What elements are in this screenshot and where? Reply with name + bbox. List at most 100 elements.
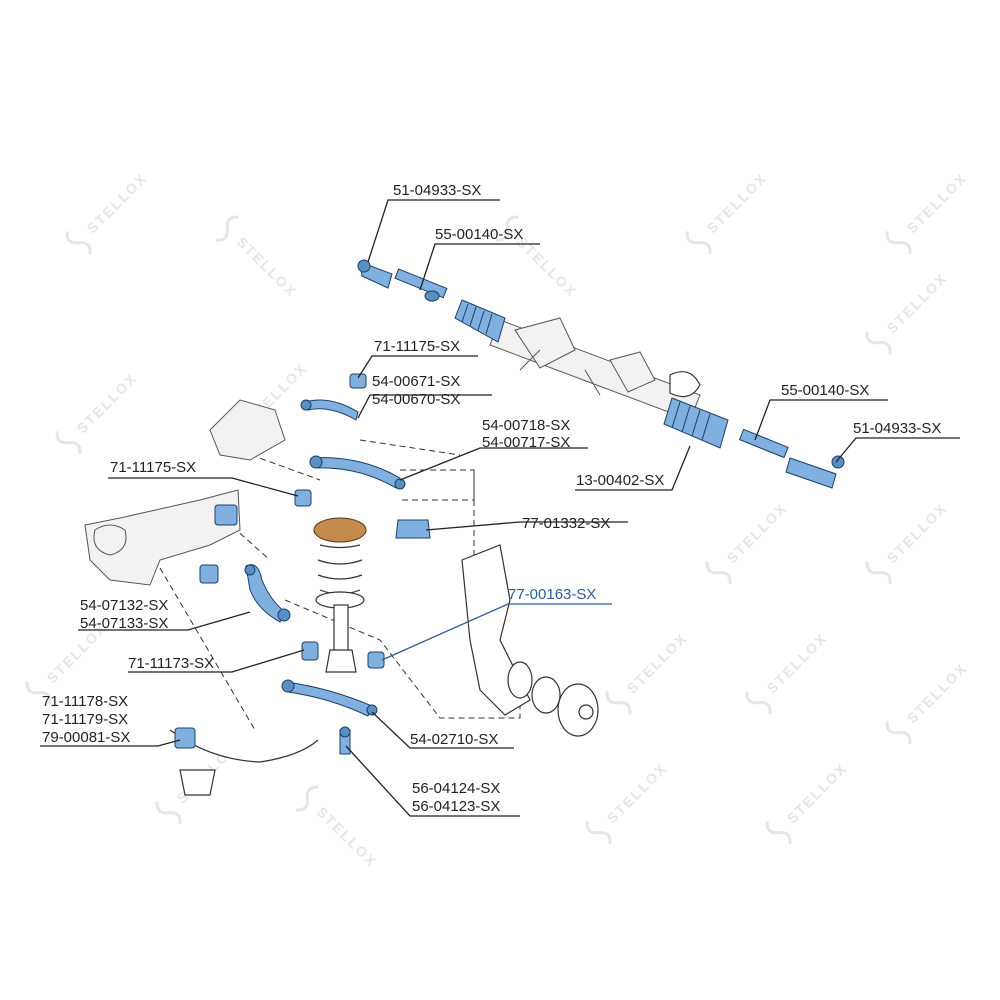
ball-joint-left (357, 259, 371, 273)
watermark-mark-icon (55, 431, 82, 455)
watermark-text: STELLOX (624, 629, 691, 696)
ball-joint-right (831, 455, 845, 469)
watermark-mark-icon (765, 821, 792, 845)
watermark-mark-icon (585, 821, 612, 845)
part-labels: 51-04933-SX 55-00140-SX 71-11175-SX 54-0… (42, 182, 941, 815)
watermark-text: STELLOX (784, 759, 851, 826)
watermark-mark-icon (705, 561, 732, 585)
watermark-logo: STELLOX (705, 499, 791, 585)
label-lower-arm-b: 54-07133-SX (80, 615, 168, 632)
label-steering-rack: 13-00402-SX (576, 472, 664, 489)
watermark-logo: STELLOX (55, 369, 141, 455)
label-bushing-left: 71-11175-SX (110, 459, 196, 476)
strut-top-mount (395, 519, 431, 539)
knuckle-bore (507, 661, 533, 699)
front-subframe (84, 489, 241, 586)
watermark-text: STELLOX (904, 169, 971, 236)
watermark-text: STELLOX (884, 499, 951, 566)
lower-arm-front (245, 564, 286, 623)
watermark-mark-icon (685, 231, 712, 255)
arm-bushing-eye (300, 399, 312, 411)
link-joint (339, 726, 351, 738)
subframe-bushing (214, 504, 238, 526)
hub-center (578, 704, 594, 720)
arm-ball-joint (394, 478, 406, 490)
lower-links (244, 564, 378, 717)
leader-line (575, 445, 691, 491)
watermark-text: STELLOX (84, 169, 151, 236)
assembly-line (159, 567, 256, 731)
assembly-line (400, 469, 475, 501)
arm-ball-joint (366, 704, 378, 716)
label-stab-bushing-b: 71-11179-SX (42, 711, 128, 728)
watermark-text: STELLOX (764, 629, 831, 696)
engine-mount (93, 524, 127, 556)
watermark-text: STELLOX (724, 499, 791, 566)
upper-links (294, 373, 406, 507)
stabilizer-bracket (179, 769, 216, 796)
watermark-mark-icon (745, 691, 772, 715)
label-upper-arm2-a: 54-00718-SX (482, 417, 570, 434)
upper-bushing (349, 373, 367, 389)
label-stab-link-b: 56-04123-SX (412, 798, 500, 815)
label-lower-arm-a: 54-07132-SX (80, 597, 168, 614)
watermark-mark-icon (495, 215, 519, 242)
rack-boot-right (663, 397, 729, 449)
watermark-mark-icon (215, 215, 239, 242)
tie-rod-right (738, 428, 789, 459)
boot-body (454, 299, 506, 343)
leader-lines (40, 199, 960, 817)
label-stab-bushing-c: 79-00081-SX (42, 729, 130, 746)
lower-arm-rear (285, 681, 373, 717)
label-wheel-bearing-support: 77-00163-SX (508, 586, 596, 603)
upper-mount-bracket (209, 399, 286, 461)
tie-rod-joint-left (424, 290, 440, 302)
upper-arm-front (304, 399, 359, 421)
watermark-text: STELLOX (234, 234, 301, 301)
watermark-logo: STELLOX (865, 269, 951, 355)
steering-rack-assembly (357, 259, 845, 489)
label-stab-bushing-a: 71-11178-SX (42, 693, 128, 710)
label-bushing-lower: 71-11173-SX (128, 655, 214, 672)
leader-line (40, 739, 181, 747)
watermark-text: STELLOX (74, 369, 141, 436)
rack-mount (609, 351, 656, 393)
stabilizer-bushing (174, 727, 196, 749)
leader-line (425, 521, 628, 531)
leader-line (399, 447, 588, 481)
label-upper-arm-a: 54-00671-SX (372, 373, 460, 390)
strut-bushing (367, 651, 385, 669)
watermark-mark-icon (605, 691, 632, 715)
boot-ribs (461, 303, 493, 335)
upper-arm-rear (311, 457, 401, 489)
watermark-mark-icon (65, 231, 92, 255)
watermark-mark-icon (25, 681, 52, 705)
label-tie-rod-right: 55-00140-SX (781, 382, 869, 399)
leader-line (419, 243, 540, 291)
label-bushing-upper: 71-11175-SX (374, 338, 460, 355)
strut-fork (325, 649, 357, 673)
watermark-logo: STELLOX (215, 215, 301, 301)
watermark-mark-icon (865, 331, 892, 355)
arm-bushing-eye (281, 679, 295, 693)
leader-line (357, 355, 478, 379)
watermark-mark-icon (155, 801, 182, 825)
lower-arm-bushing (199, 564, 219, 584)
watermark-mark-icon (885, 231, 912, 255)
label-tie-rod-end-top: 51-04933-SX (393, 182, 481, 199)
watermark-mark-icon (885, 721, 912, 745)
bushing-lower (301, 641, 319, 661)
rack-boot-left (454, 299, 506, 343)
arm-bushing-eye (244, 564, 256, 576)
watermark-logo: STELLOX (585, 759, 670, 845)
spring-seat-top (313, 517, 367, 543)
bushing-upper-left (294, 489, 312, 507)
watermark-mark-icon (865, 561, 892, 585)
leader-line-highlight (381, 603, 612, 661)
leader-line (835, 437, 960, 463)
watermark-text: STELLOX (884, 269, 951, 336)
label-tie-rod-end-right: 51-04933-SX (853, 420, 941, 437)
leader-line (128, 649, 305, 673)
pinion-housing (669, 371, 701, 398)
